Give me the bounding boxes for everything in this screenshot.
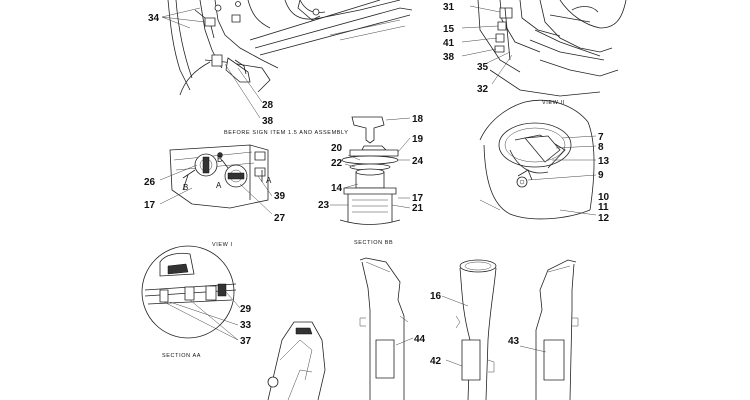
callout-31: 31 [443,2,455,13]
caption-section-bb: SECTION BB [354,240,393,246]
duct-right: 43 [508,259,579,400]
callout-10: 10 [598,192,610,203]
callout-38: 38 [262,116,274,127]
frame-partial [267,321,326,400]
callout-43: 43 [508,336,520,347]
callout-11: 11 [598,202,609,213]
marker-a-right: A [266,176,272,185]
valve-detail: B A B A 26 17 39 27 [144,144,286,224]
callout-16: 16 [430,291,442,302]
callout-8: 8 [598,142,604,153]
callout-24: 24 [412,156,424,167]
callout-34: 34 [148,13,160,24]
view-i-detail: 29 33 37 [141,245,252,347]
caption-view-i: VIEW I [212,242,233,248]
callout-28: 28 [262,100,274,111]
callout-29: 29 [240,304,252,315]
callout-41: 41 [443,38,455,49]
callout-20: 20 [331,143,343,154]
caption-before-sign: BEFORE SIGN ITEM 1.5 AND ASSEMBLY [224,130,349,136]
callout-32: 32 [477,84,489,95]
callout-23: 23 [318,200,330,211]
caption-section-aa: SECTION AA [162,353,201,359]
duct-left: 44 [359,257,426,400]
callout-35: 35 [477,62,489,73]
callout-37: 37 [240,336,252,347]
callout-17: 17 [144,200,156,211]
callout-33: 33 [240,320,252,331]
top-right-assembly: 31 15 41 38 35 32 [443,0,627,97]
callout-12: 12 [598,213,610,224]
callout-27: 27 [274,213,286,224]
callout-22: 22 [331,158,343,169]
filler-cap-assembly: 18 19 20 24 22 14 17 23 21 [318,114,424,225]
top-left-assembly: 34 28 38 [148,0,413,127]
callout-13: 13 [598,156,610,167]
callout-38: 38 [443,52,455,63]
callout-14: 14 [331,183,343,194]
callout-7: 7 [598,132,604,143]
callout-26: 26 [144,177,156,188]
callout-21: 21 [412,203,424,214]
view-ii-housing: 7 8 13 9 10 11 12 [479,99,610,224]
callout-9: 9 [598,170,604,181]
callout-15: 15 [443,24,455,35]
callout-18: 18 [412,114,424,125]
callout-42: 44 [414,334,426,345]
callout-17: 17 [412,193,424,204]
caption-view-ii: VIEW II [542,100,565,106]
callout-19: 19 [412,134,424,145]
marker-a: A [216,181,222,190]
callout-39: 39 [274,191,286,202]
marker-b: B [217,155,223,164]
callout-44: 42 [430,356,442,367]
marker-b-left: B [183,183,189,192]
duct-center: 16 42 [430,259,497,400]
